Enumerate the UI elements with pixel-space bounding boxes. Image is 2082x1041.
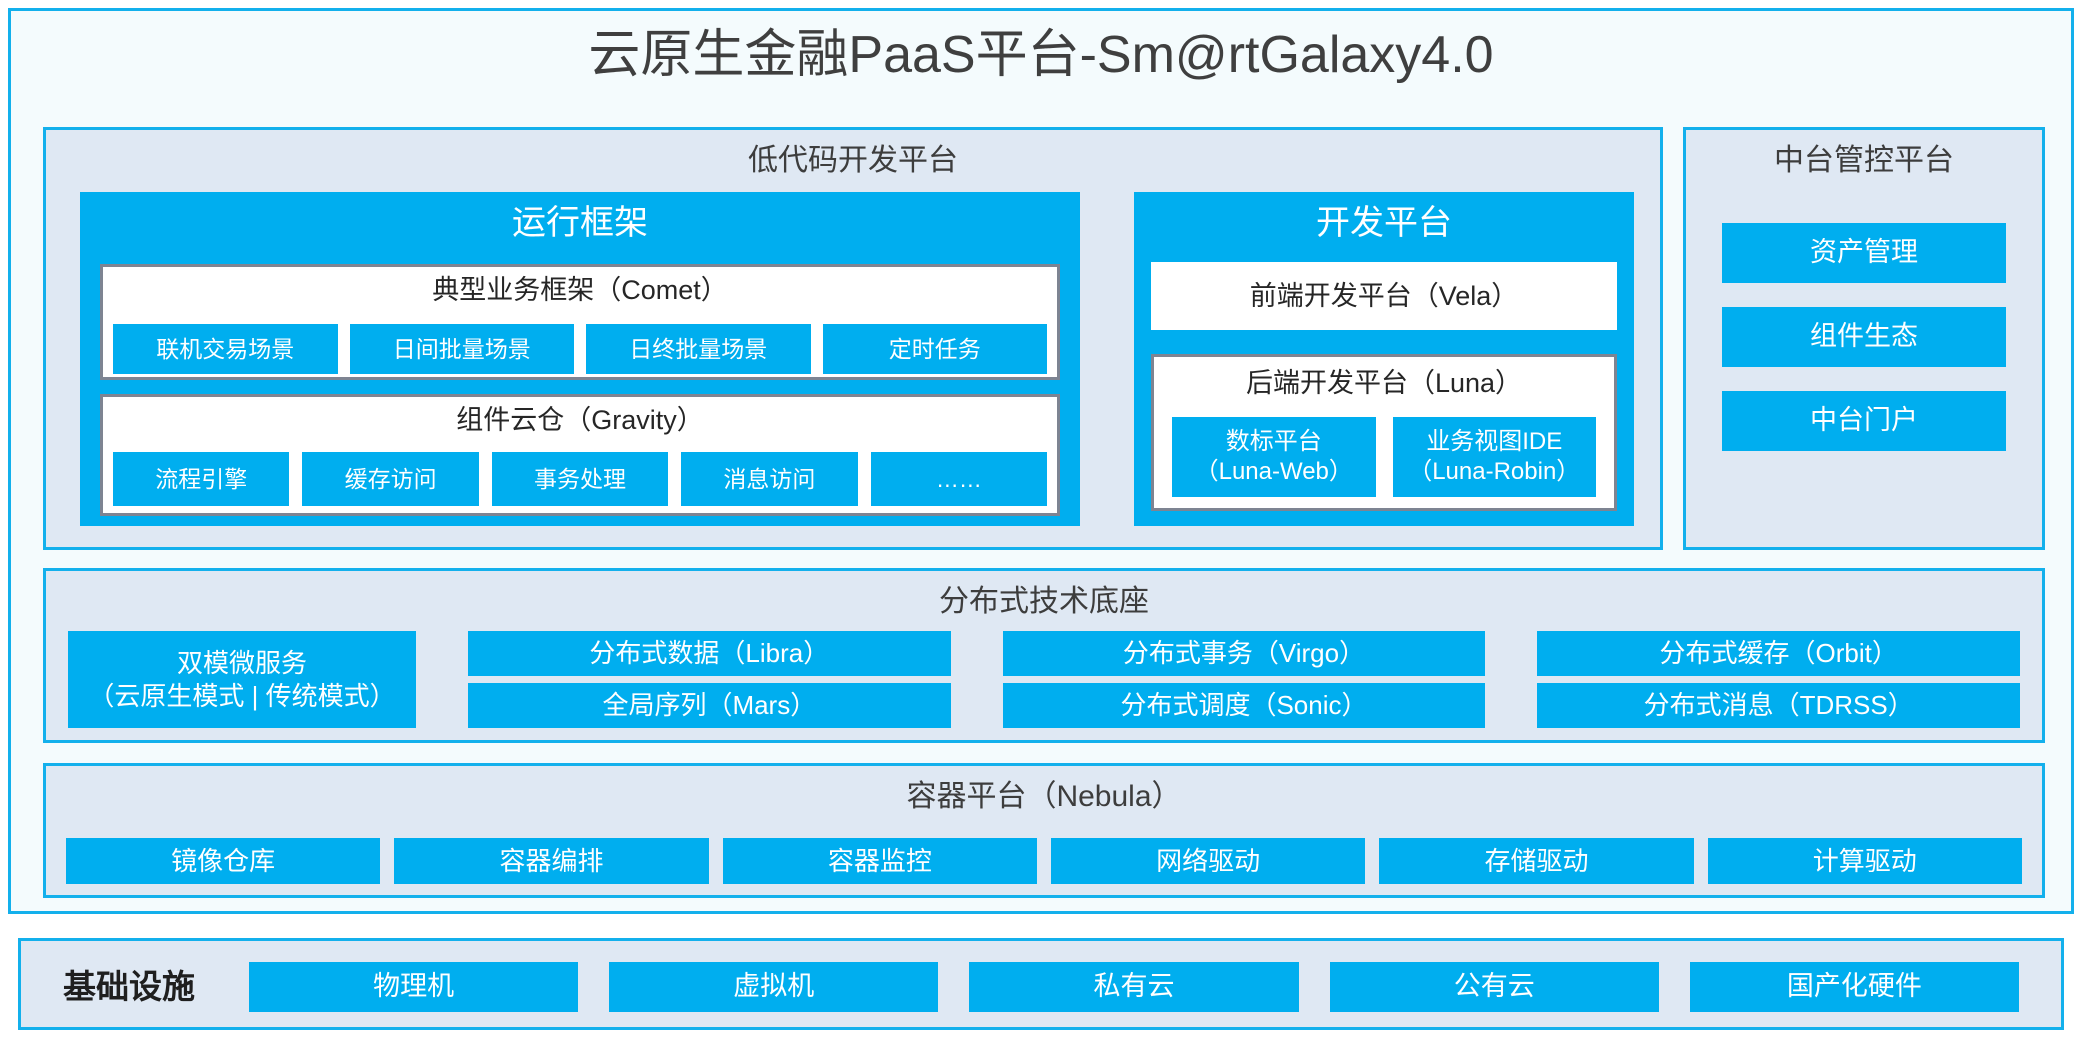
container-tile[interactable]: 容器编排 bbox=[394, 838, 709, 884]
infrastructure-tile[interactable]: 物理机 bbox=[249, 962, 579, 1012]
gravity-tile[interactable]: 消息访问 bbox=[681, 452, 858, 506]
midoffice-platform-panel: 中台管控平台 资产管理 组件生态 中台门户 bbox=[1683, 127, 2045, 550]
container-tile[interactable]: 存储驱动 bbox=[1379, 838, 1694, 884]
runtime-framework-block: 运行框架 典型业务框架（Comet） 联机交易场景 日间批量场景 日终批量场景 … bbox=[80, 192, 1080, 526]
infrastructure-tile[interactable]: 公有云 bbox=[1329, 962, 1659, 1012]
comet-title: 典型业务框架（Comet） bbox=[432, 275, 728, 305]
infrastructure-label: 基础设施 bbox=[63, 968, 195, 1005]
gravity-card: 组件云仓（Gravity） 流程引擎 缓存访问 事务处理 消息访问 …… bbox=[100, 394, 1060, 516]
luna-title: 后端开发平台（Luna） bbox=[1245, 368, 1523, 398]
dual-mode-microservice-tile[interactable]: 双模微服务 （云原生模式 | 传统模式） bbox=[68, 631, 416, 728]
vela-card[interactable]: 前端开发平台（Vela） bbox=[1151, 262, 1617, 330]
luna-card: 后端开发平台（Luna） 数标平台 （Luna-Web） 业务视图IDE （Lu… bbox=[1151, 354, 1617, 511]
gravity-tile[interactable]: 缓存访问 bbox=[302, 452, 479, 506]
distributed-tile-sonic[interactable]: 分布式调度（Sonic） bbox=[1002, 683, 1486, 728]
platform-outer-frame: 云原生金融PaaS平台-Sm@rtGalaxy4.0 低代码开发平台 运行框架 … bbox=[8, 8, 2074, 914]
development-platform-block: 开发平台 前端开发平台（Vela） 后端开发平台（Luna） 数标平台 （Lun… bbox=[1134, 192, 1634, 526]
distributed-tile-orbit[interactable]: 分布式缓存（Orbit） bbox=[1537, 631, 2020, 676]
gravity-tile[interactable]: 事务处理 bbox=[491, 452, 669, 506]
gravity-title: 组件云仓（Gravity） bbox=[456, 405, 704, 435]
container-tile[interactable]: 网络驱动 bbox=[1050, 838, 1366, 884]
distributed-foundation-title: 分布式技术底座 bbox=[939, 585, 1149, 618]
infrastructure-tile[interactable]: 国产化硬件 bbox=[1689, 962, 2020, 1012]
comet-card: 典型业务框架（Comet） 联机交易场景 日间批量场景 日终批量场景 定时任务 bbox=[100, 264, 1060, 380]
comet-tile[interactable]: 定时任务 bbox=[822, 324, 1047, 374]
gravity-tile-more[interactable]: …… bbox=[870, 452, 1048, 506]
distributed-tile-row: 双模微服务 （云原生模式 | 传统模式） 分布式数据（Libra） 分布式事务（… bbox=[68, 631, 2020, 728]
luna-tile-row: 数标平台 （Luna-Web） 业务视图IDE （Luna-Robin） bbox=[1172, 417, 1596, 497]
distributed-tile-mars[interactable]: 全局序列（Mars） bbox=[468, 683, 951, 728]
midoffice-tile-column: 资产管理 组件生态 中台门户 bbox=[1722, 223, 2006, 451]
comet-tile-row: 联机交易场景 日间批量场景 日终批量场景 定时任务 bbox=[113, 324, 1047, 374]
container-platform-panel: 容器平台（Nebula） 镜像仓库 容器编排 容器监控 网络驱动 存储驱动 计算… bbox=[43, 763, 2045, 898]
page-title: 云原生金融PaaS平台-Sm@rtGalaxy4.0 bbox=[588, 26, 1494, 84]
distributed-foundation-panel: 分布式技术底座 双模微服务 （云原生模式 | 传统模式） 分布式数据（Libra… bbox=[43, 568, 2045, 743]
gravity-tile-row: 流程引擎 缓存访问 事务处理 消息访问 …… bbox=[113, 452, 1048, 506]
luna-web-tile[interactable]: 数标平台 （Luna-Web） bbox=[1172, 417, 1376, 497]
distributed-tile-libra[interactable]: 分布式数据（Libra） bbox=[468, 631, 951, 676]
vela-title: 前端开发平台（Vela） bbox=[1249, 280, 1519, 311]
infrastructure-tile[interactable]: 私有云 bbox=[969, 962, 1299, 1012]
container-tile-row: 镜像仓库 容器编排 容器监控 网络驱动 存储驱动 计算驱动 bbox=[66, 838, 2022, 884]
infrastructure-panel: 基础设施 物理机 虚拟机 私有云 公有云 国产化硬件 bbox=[18, 938, 2064, 1030]
infrastructure-tile[interactable]: 虚拟机 bbox=[609, 962, 939, 1012]
distributed-tile-grid: 分布式数据（Libra） 分布式事务（Virgo） 分布式缓存（Orbit） 全… bbox=[468, 631, 2020, 728]
lowcode-platform-panel: 低代码开发平台 运行框架 典型业务框架（Comet） 联机交易场景 日间批量场景… bbox=[43, 127, 1663, 550]
development-platform-title: 开发平台 bbox=[1316, 204, 1452, 242]
midoffice-tile[interactable]: 组件生态 bbox=[1722, 307, 2006, 367]
container-tile[interactable]: 计算驱动 bbox=[1707, 838, 2022, 884]
lowcode-platform-title: 低代码开发平台 bbox=[748, 144, 958, 177]
infrastructure-tile-row: 物理机 虚拟机 私有云 公有云 国产化硬件 bbox=[249, 962, 2020, 1012]
comet-tile[interactable]: 日间批量场景 bbox=[349, 324, 574, 374]
midoffice-platform-title: 中台管控平台 bbox=[1774, 144, 1954, 177]
gravity-tile[interactable]: 流程引擎 bbox=[113, 452, 290, 506]
distributed-tile-virgo[interactable]: 分布式事务（Virgo） bbox=[1002, 631, 1486, 676]
runtime-framework-title: 运行框架 bbox=[512, 204, 648, 242]
midoffice-tile[interactable]: 中台门户 bbox=[1722, 391, 2006, 451]
container-tile[interactable]: 容器监控 bbox=[722, 838, 1037, 884]
container-platform-title: 容器平台（Nebula） bbox=[906, 780, 1182, 813]
comet-tile[interactable]: 联机交易场景 bbox=[113, 324, 338, 374]
midoffice-tile[interactable]: 资产管理 bbox=[1722, 223, 2006, 283]
container-tile[interactable]: 镜像仓库 bbox=[66, 838, 381, 884]
comet-tile[interactable]: 日终批量场景 bbox=[586, 324, 811, 374]
distributed-tile-tdrss[interactable]: 分布式消息（TDRSS） bbox=[1537, 683, 2020, 728]
luna-robin-tile[interactable]: 业务视图IDE （Luna-Robin） bbox=[1392, 417, 1596, 497]
